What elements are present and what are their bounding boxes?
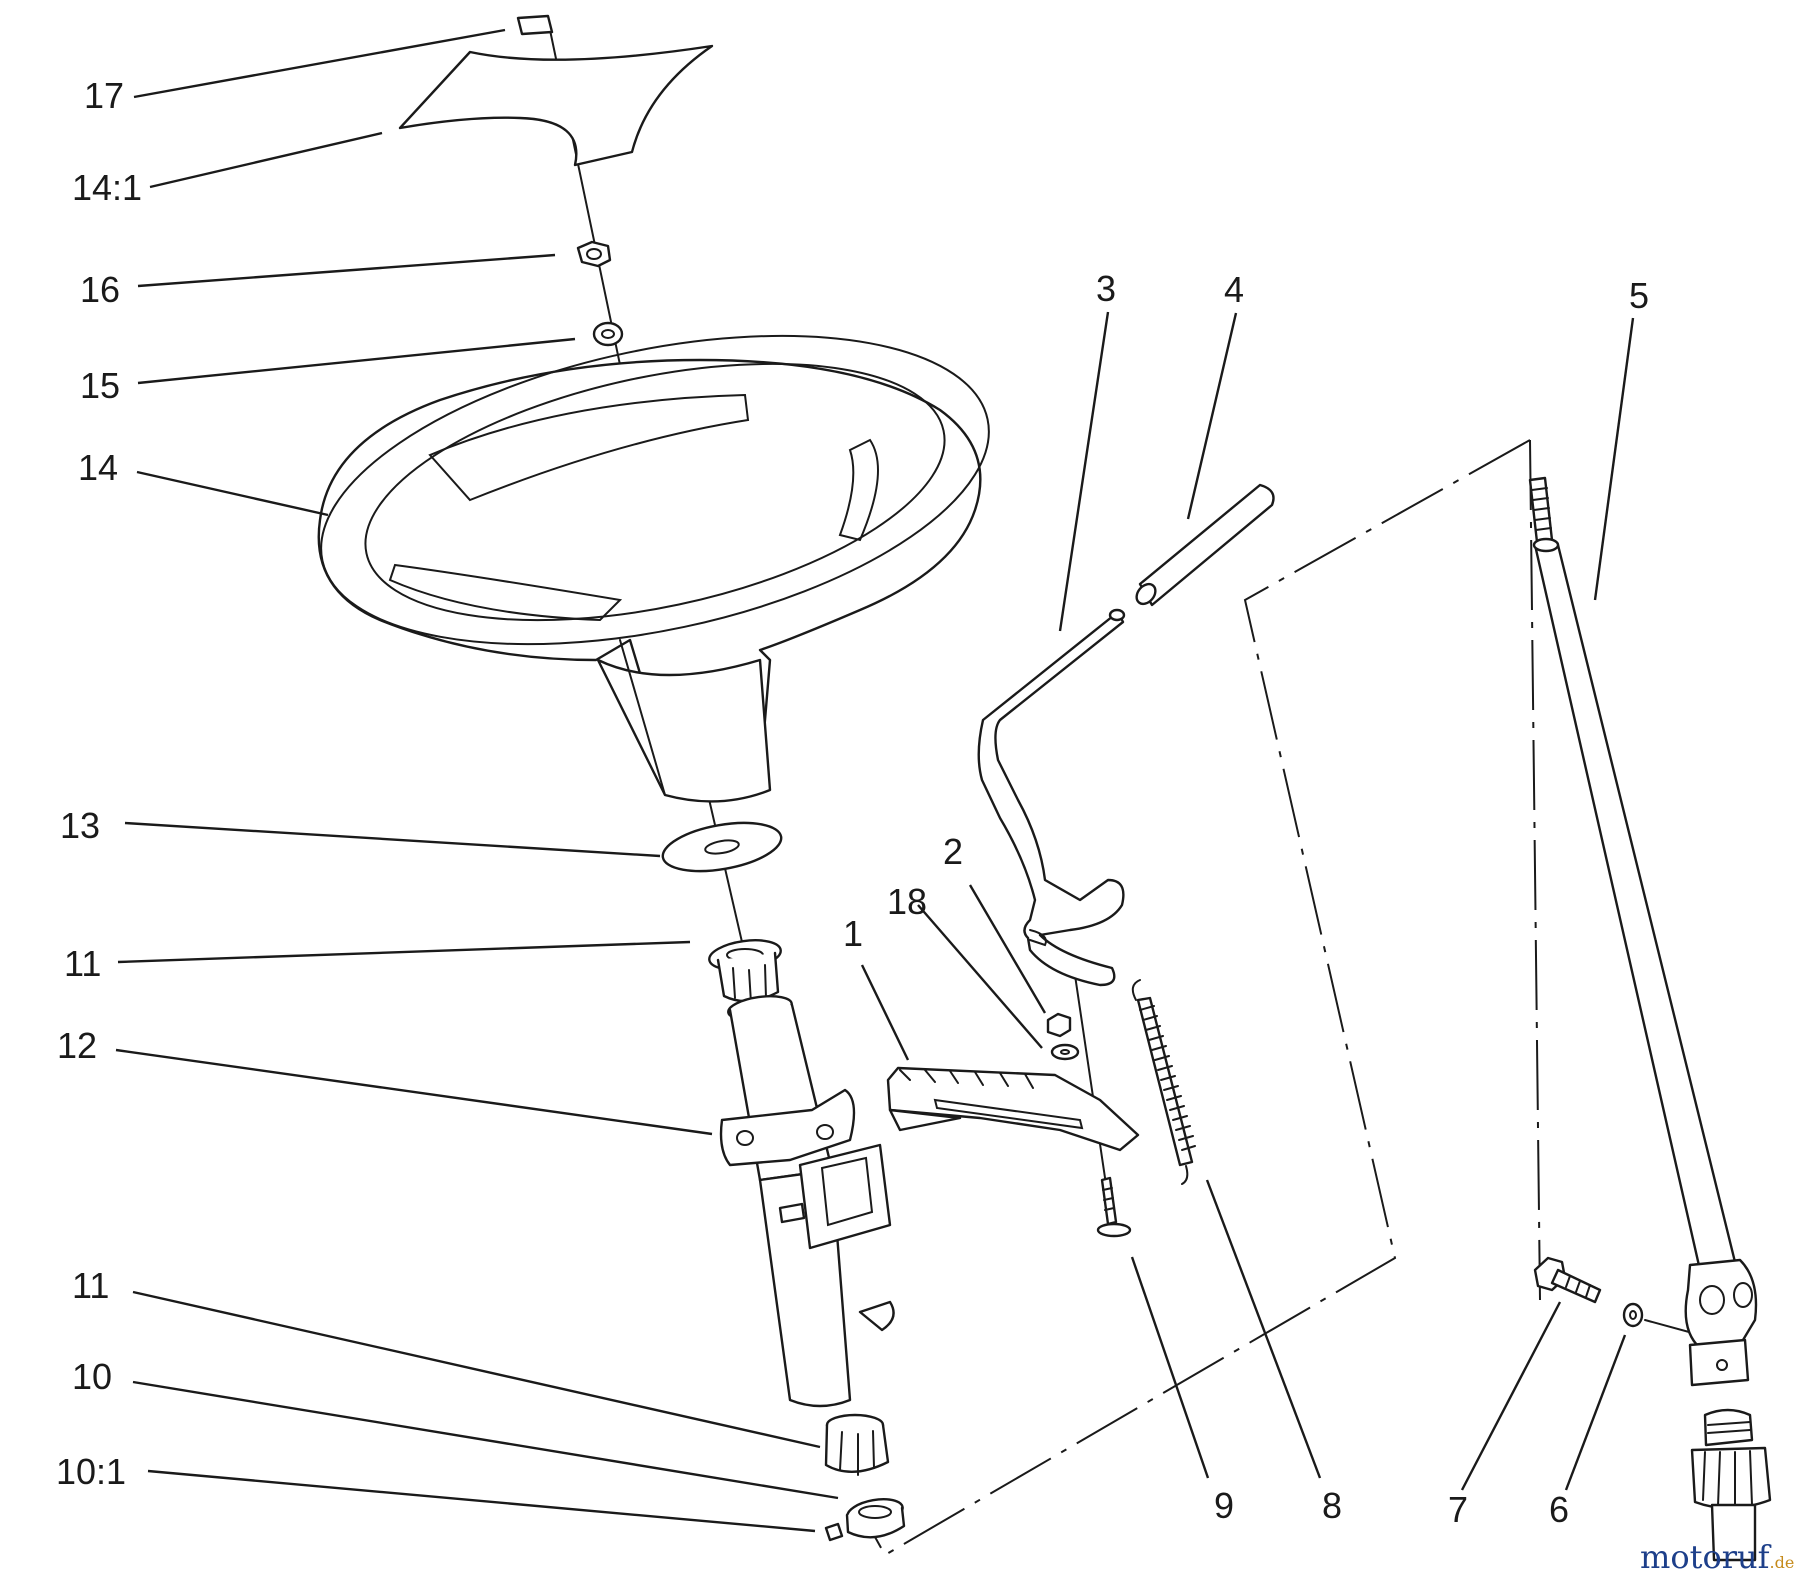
reference-frame <box>859 439 1541 1557</box>
flat-washer <box>661 821 783 873</box>
callout-18: 18 <box>887 881 927 922</box>
callout-10-1: 10:1 <box>56 1451 126 1492</box>
washer <box>1050 1043 1080 1061</box>
bushing-upper <box>708 939 782 1004</box>
watermark-suffix: .de <box>1769 1553 1794 1572</box>
callout-16: 16 <box>80 269 120 310</box>
watermark-brand: motoruf <box>1640 1538 1772 1576</box>
callout-14-1: 14:1 <box>72 167 142 208</box>
column-support <box>719 995 895 1408</box>
callout-6: 6 <box>1549 1489 1569 1530</box>
washer-6 <box>1622 1302 1644 1328</box>
adjust-bracket <box>886 1066 1140 1152</box>
callout-17: 17 <box>84 75 124 116</box>
steering-wheel <box>317 334 990 803</box>
callout-labels: 17 14:1 16 15 14 13 11 12 11 10 10:1 1 1… <box>56 75 1649 1530</box>
lock-washer <box>592 321 624 347</box>
lever-rod <box>977 608 1126 987</box>
nut <box>1046 1012 1072 1038</box>
callout-1: 1 <box>843 913 863 954</box>
callout-3: 3 <box>1096 268 1116 309</box>
callout-14: 14 <box>78 447 118 488</box>
callout-7: 7 <box>1448 1489 1468 1530</box>
bushing-lower <box>824 1413 890 1476</box>
callout-11-upper: 11 <box>64 943 101 984</box>
square-cap <box>516 14 554 36</box>
callout-5: 5 <box>1629 275 1649 316</box>
callout-12: 12 <box>57 1025 97 1066</box>
callout-13: 13 <box>60 805 100 846</box>
callout-15: 15 <box>80 365 120 406</box>
collar <box>845 1498 906 1539</box>
screw <box>1096 1176 1132 1238</box>
callout-8: 8 <box>1322 1485 1342 1526</box>
callout-4: 4 <box>1224 269 1244 310</box>
callout-10: 10 <box>72 1356 112 1397</box>
grip-tube <box>1135 483 1275 607</box>
wheel-emblem <box>398 44 714 167</box>
callout-9: 9 <box>1214 1485 1234 1526</box>
callout-2: 2 <box>943 831 963 872</box>
set-screw <box>824 1522 844 1542</box>
bolt <box>1533 1256 1602 1304</box>
spring <box>1131 979 1196 1185</box>
watermark: motoruf.de <box>1640 1538 1794 1576</box>
callout-11-lower: 11 <box>72 1265 109 1306</box>
leader-lines <box>115 28 1635 1533</box>
steering-shaft <box>1528 476 1772 1562</box>
hex-nut <box>576 240 612 268</box>
